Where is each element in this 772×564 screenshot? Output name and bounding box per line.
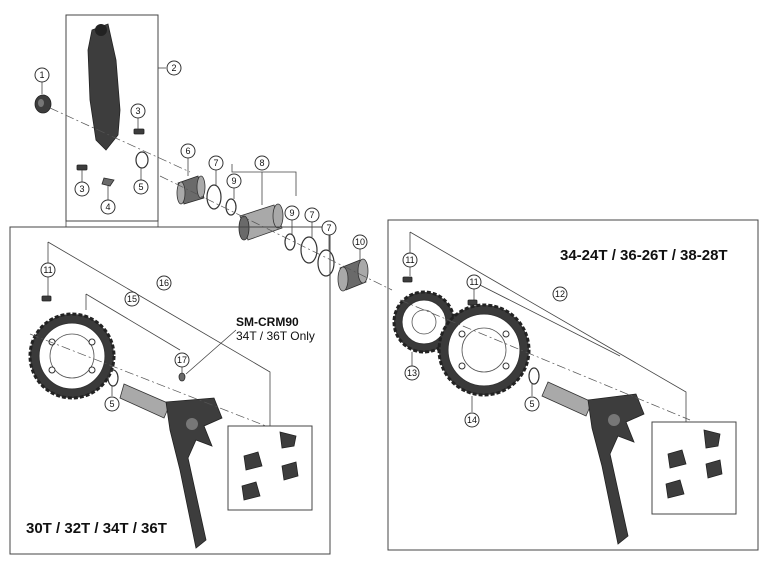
left-chainring-panel — [9, 226, 331, 555]
callout-11-right-b: 11 — [466, 274, 482, 290]
svg-text:11: 11 — [405, 255, 414, 265]
bb-spacer-7b — [300, 236, 318, 264]
note-subtitle: 34T / 36T Only — [236, 329, 315, 343]
callout-5-right: 5 — [524, 396, 540, 412]
crank-arm-fixing-cap — [34, 94, 52, 114]
svg-text:3: 3 — [79, 184, 84, 194]
bb-cup-right — [337, 258, 369, 292]
bb-inner-ring-9a — [225, 198, 237, 216]
callout-17: 17 — [174, 352, 190, 368]
svg-text:12: 12 — [555, 289, 565, 299]
svg-text:15: 15 — [127, 294, 137, 304]
crank-covers-right — [665, 429, 723, 499]
chainring-left — [28, 312, 116, 400]
callout-7-b: 7 — [304, 207, 320, 223]
callout-13: 13 — [404, 365, 420, 381]
crm90-spacer — [178, 372, 186, 382]
right-crank-arm-left-set — [119, 383, 223, 549]
chainring-fixing-bolt-right-a — [402, 276, 413, 283]
right-crank-arm-right-set — [541, 381, 645, 545]
chainring-small-right — [392, 290, 456, 354]
callout-16: 16 — [156, 275, 172, 291]
callout-9-a: 9 — [226, 173, 242, 189]
bb-inner-cover-sleeve — [238, 203, 284, 241]
bb-inner-ring-9b — [284, 233, 296, 251]
svg-text:17: 17 — [177, 355, 187, 365]
svg-text:9: 9 — [289, 208, 294, 218]
svg-text:7: 7 — [309, 210, 314, 220]
o-ring-right — [528, 367, 540, 385]
arm-bolt-upper — [133, 128, 145, 135]
svg-text:9: 9 — [231, 176, 236, 186]
callout-12: 12 — [552, 286, 568, 302]
callout-2: 2 — [166, 60, 182, 76]
svg-text:4: 4 — [105, 202, 110, 212]
right-set-label: 34-24T / 36-26T / 38-28T — [560, 247, 728, 264]
svg-text:1: 1 — [39, 70, 44, 80]
svg-text:6: 6 — [185, 146, 190, 156]
left-set-label: 30T / 32T / 34T / 36T — [26, 520, 167, 537]
svg-text:13: 13 — [407, 368, 417, 378]
svg-text:3: 3 — [135, 106, 140, 116]
svg-text:11: 11 — [469, 277, 478, 287]
callout-5-top: 5 — [133, 179, 149, 195]
callout-8: 8 — [254, 155, 270, 171]
callout-15: 15 — [124, 291, 140, 307]
o-ring-left — [107, 369, 119, 387]
svg-text:5: 5 — [109, 399, 114, 409]
svg-text:2: 2 — [171, 63, 176, 73]
bb-cup-left — [176, 175, 206, 205]
callout-3-lower: 3 — [74, 181, 90, 197]
left-crank-arm-box — [65, 14, 159, 222]
svg-text:7: 7 — [326, 223, 331, 233]
svg-text:11: 11 — [43, 265, 52, 275]
chainring-fixing-bolt-right-b — [467, 299, 478, 306]
callout-9-b: 9 — [284, 205, 300, 221]
right-chainring-panel — [387, 219, 759, 551]
crank-cover-box-left — [227, 425, 313, 511]
callout-4: 4 — [100, 199, 116, 215]
callout-6: 6 — [180, 143, 196, 159]
callout-3-upper: 3 — [130, 103, 146, 119]
callout-7-a: 7 — [208, 155, 224, 171]
callout-11-left: 11 — [40, 262, 56, 278]
arm-bolt-lower — [76, 164, 88, 171]
callout-11-right-a: 11 — [402, 252, 418, 268]
callout-5-left: 5 — [104, 396, 120, 412]
crank-covers-left — [241, 431, 299, 501]
stopper-plate — [101, 177, 115, 187]
callout-10: 10 — [352, 234, 368, 250]
callout-14: 14 — [464, 412, 480, 428]
o-ring — [135, 151, 149, 169]
chainring-fixing-bolt-left — [41, 295, 52, 302]
svg-text:5: 5 — [138, 182, 143, 192]
svg-text:16: 16 — [159, 278, 169, 288]
note-title: SM-CRM90 — [236, 315, 299, 329]
svg-text:7: 7 — [213, 158, 218, 168]
crank-cover-box-right — [651, 421, 737, 515]
callout-7-c: 7 — [321, 220, 337, 236]
svg-text:10: 10 — [355, 237, 365, 247]
svg-text:5: 5 — [529, 399, 534, 409]
svg-text:8: 8 — [259, 158, 264, 168]
bb-spacer-7a — [206, 184, 222, 210]
left-crank-arm — [87, 23, 121, 151]
svg-text:14: 14 — [467, 415, 477, 425]
chainring-large-right — [437, 303, 531, 397]
bb-spacer-7c — [317, 249, 335, 277]
callout-1: 1 — [34, 67, 50, 83]
